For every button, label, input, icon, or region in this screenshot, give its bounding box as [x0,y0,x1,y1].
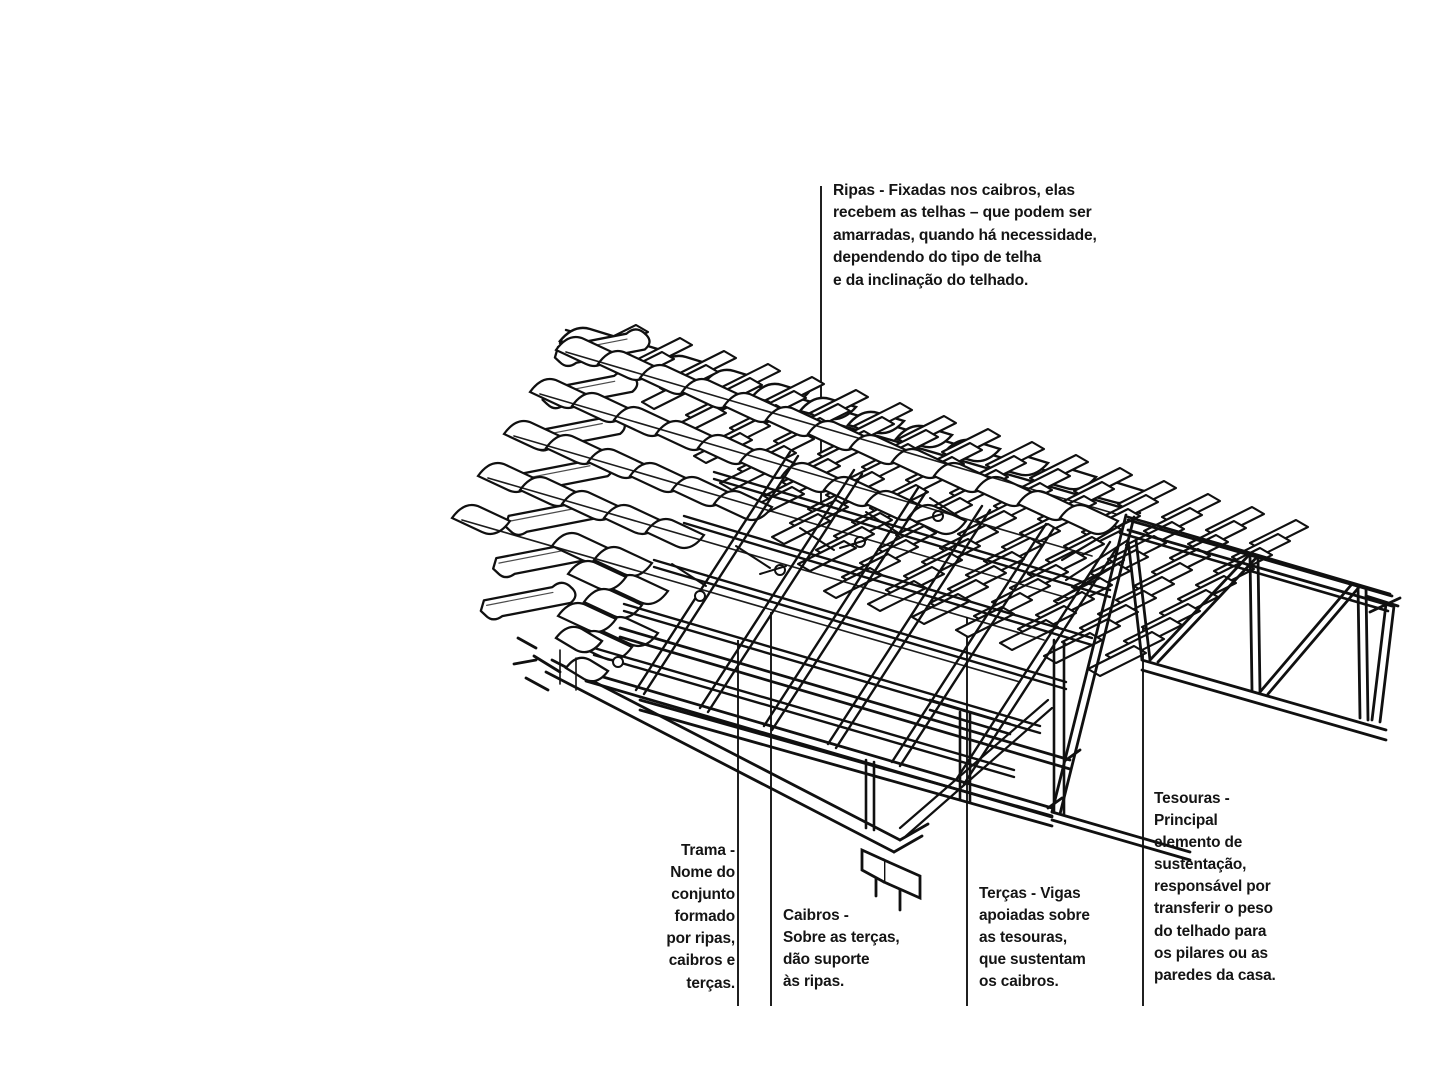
callout-ripas: Ripas - Fixadas nos caibros, elas recebe… [833,180,1183,292]
callout-tesouras-line-5: transferir o peso [1154,900,1273,918]
callout-tesouras-line-3: sustentação, [1154,856,1247,874]
callout-tercas-line-1: apoiadas sobre [979,907,1090,925]
callout-tercas-line-4: os caibros. [979,973,1059,991]
tesoura-truss-frame [638,513,1402,862]
gable-braces [898,520,1130,838]
far-slope-tile-field [588,323,1392,678]
callout-ripas-line-3: dependendo do tipo de telha [833,249,1042,267]
callout-ripas-line-2: amarradas, quando há necessidade, [833,226,1097,244]
callout-tesouras-line-7: os pilares ou as [1154,944,1268,962]
truss-posts [864,638,1066,832]
callout-tesouras-line-4: responsável por [1154,878,1271,896]
callout-caibros-line-1: Sobre as terças, [783,929,900,947]
callout-trama-line-0: Trama - [680,842,735,859]
callout-trama-line-2: conjunto [671,886,735,904]
callout-trama-line-3: formado [674,908,735,926]
callout-tesouras: Tesouras - Principal elemento de sustent… [1154,788,1339,987]
callout-tesouras-line-1: Principal [1154,812,1218,830]
callout-ripas-line-4: e da inclinação do telhado. [833,271,1029,289]
callout-trama: Trama - Nome do conjunto formado por rip… [613,840,735,995]
callout-tercas-line-3: que sustentam [979,951,1086,969]
callout-caibros: Caibros - Sobre as terças, dão suporte à… [783,905,923,993]
callout-tesouras-line-6: do telhado para [1154,922,1267,940]
callout-trama-line-4: por ripas, [666,930,735,948]
callout-ripas-line-1: recebem as telhas – que podem ser [833,204,1092,222]
callout-caibros-line-0: Caibros - [783,907,849,924]
callout-trama-line-1: Nome do [670,864,735,882]
roof-drawing [450,308,1402,912]
callout-caibros-line-3: às ripas. [783,973,845,991]
callout-tesouras-line-2: elemento de [1154,834,1243,852]
callout-trama-line-5: caibros e [668,952,735,970]
callout-caibros-line-2: dão suporte [783,951,870,969]
fixing-details [612,497,965,668]
ripas-battens [592,470,1112,779]
bottom-plate-and-eave [512,625,930,912]
callout-tercas-line-0: Terças - Vigas [979,885,1081,902]
callout-tercas-line-2: as tesouras, [979,929,1068,947]
callout-tesouras-line-0: Tesouras - [1154,790,1230,807]
callout-ripas-line-0: Ripas - Fixadas nos caibros, elas [833,182,1075,199]
callout-tesouras-line-8: paredes da casa. [1154,966,1276,984]
callout-tercas: Terças - Vigas apoiadas sobre as tesoura… [979,883,1131,993]
near-slope-barrel-tiles [450,308,1120,683]
callout-trama-line-6: terças. [686,974,735,992]
